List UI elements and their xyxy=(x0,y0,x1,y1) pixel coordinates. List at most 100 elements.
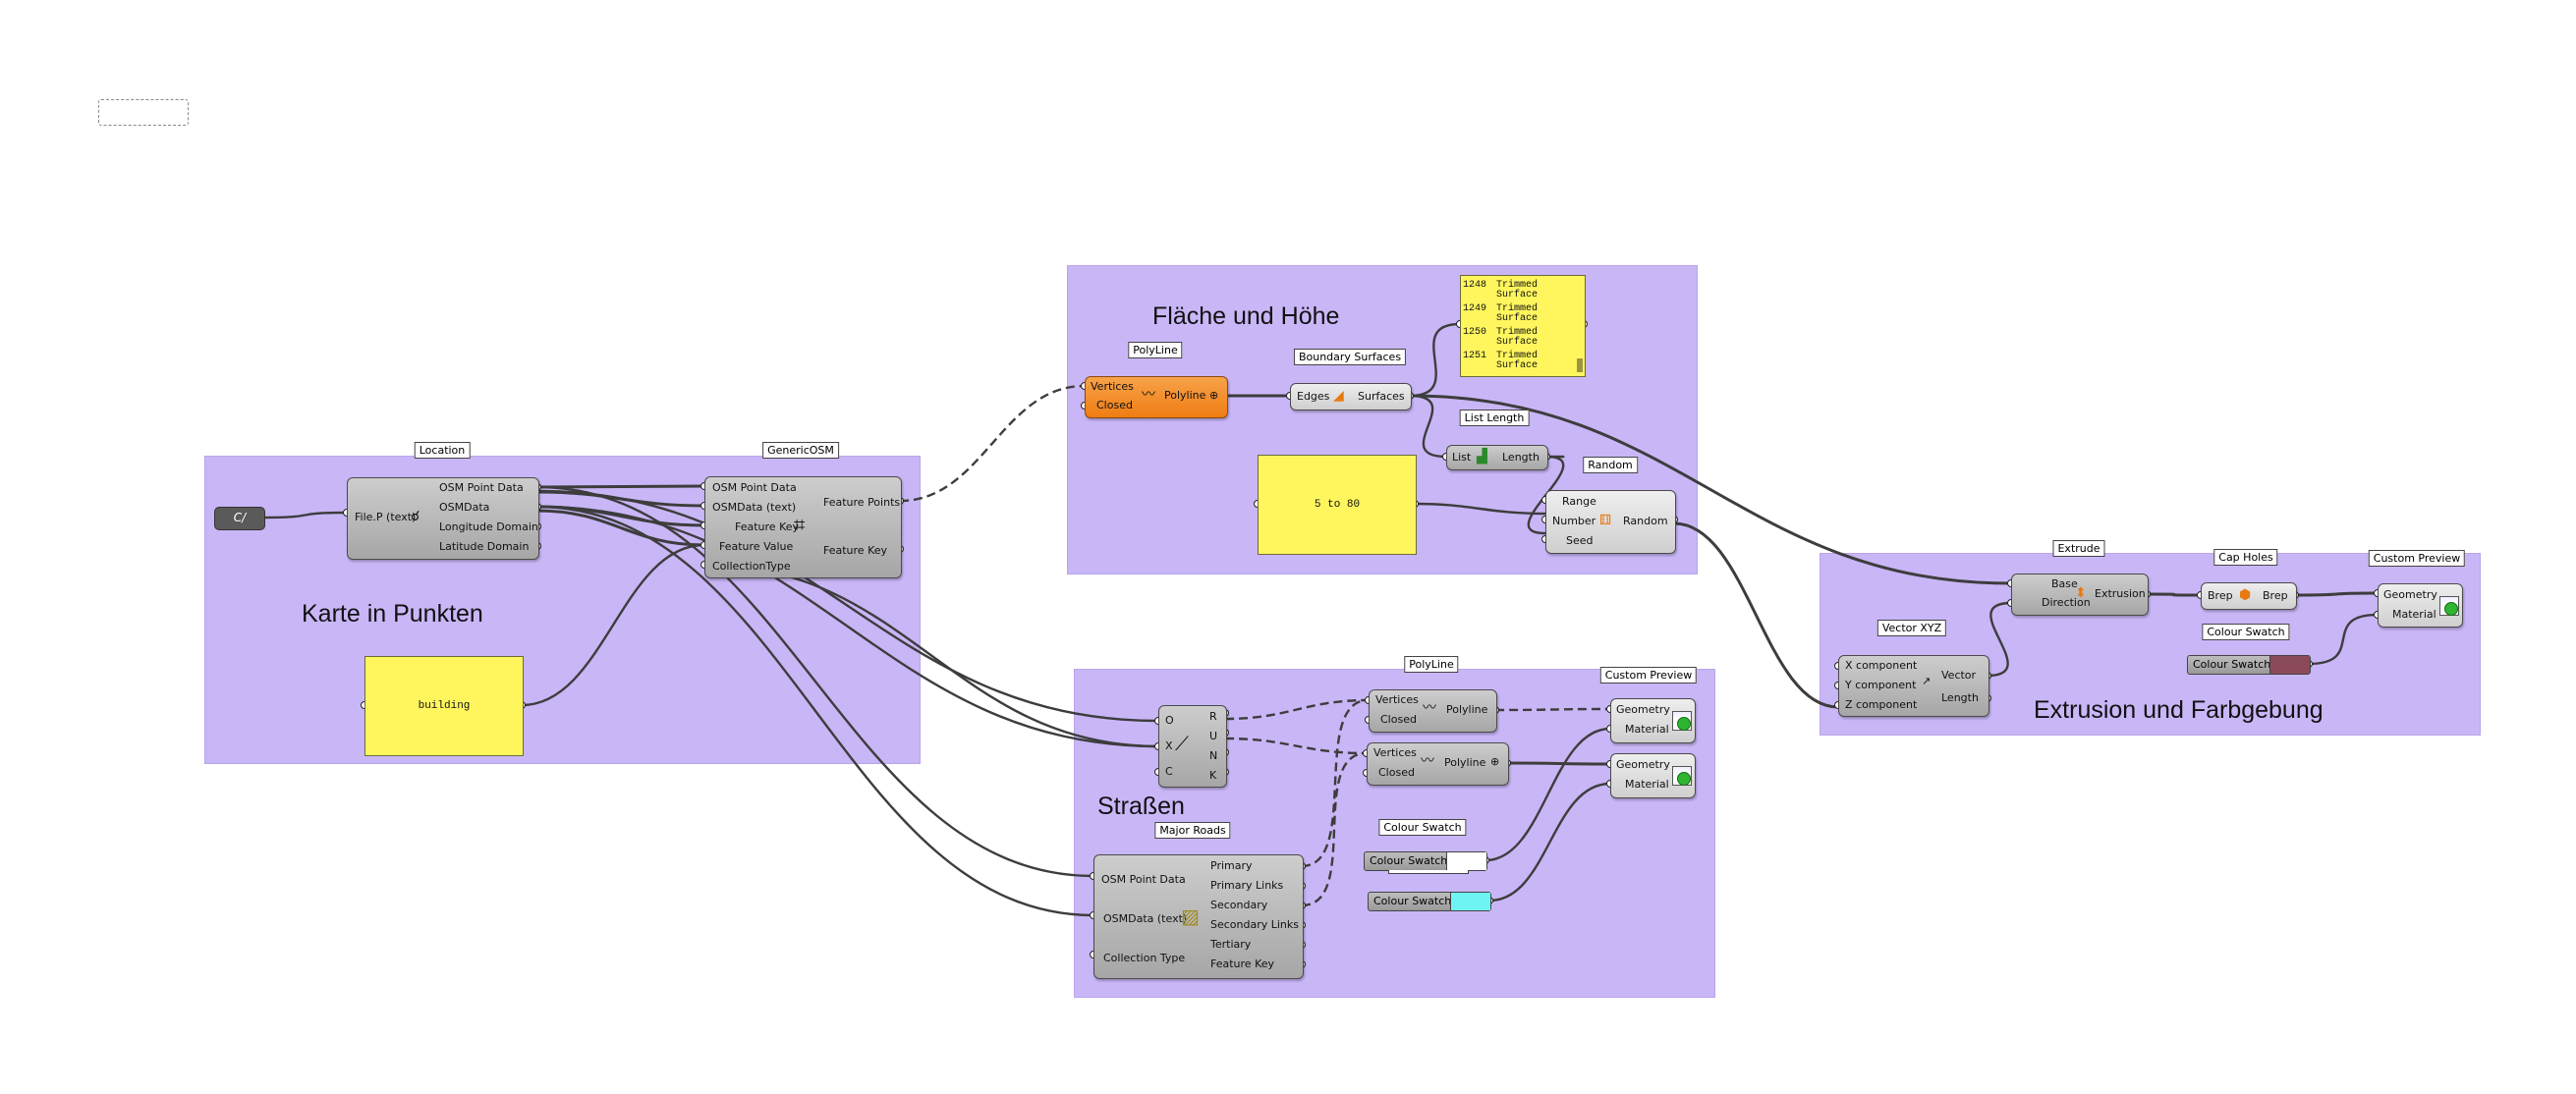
colour-swatch-s1[interactable]: Colour Swatch xyxy=(1364,851,1487,871)
random-in-2: Seed xyxy=(1566,534,1594,547)
polyline-s1-in-0: Vertices xyxy=(1375,693,1419,706)
group-title-karte: Karte in Punkten xyxy=(302,600,483,628)
colour-swatch-s2-color[interactable] xyxy=(1450,893,1490,910)
majorroads-out-2: Secondary xyxy=(1210,899,1268,911)
genericosm-component[interactable]: OSM Point Data OSMData (text) Feature Ke… xyxy=(704,476,902,578)
random-in-0: Range xyxy=(1562,495,1596,508)
preview-s1-component[interactable]: Geometry Material xyxy=(1610,698,1696,743)
genericosm-out-0: Feature Points xyxy=(823,496,901,509)
extrude-in-0: Base xyxy=(2051,577,2078,590)
preview-right-in-0: Geometry xyxy=(2383,588,2437,601)
majorroads-in-0: OSM Point Data xyxy=(1101,873,1186,886)
genericosm-in-0: OSM Point Data xyxy=(712,481,797,494)
wire-range-random xyxy=(1414,502,1546,516)
rnk-icon: ⟋ xyxy=(1175,732,1189,755)
colour-swatch-right[interactable]: Colour Swatch xyxy=(2187,655,2311,675)
location-out-1: OSMData xyxy=(439,501,490,514)
panel-scroll-handle[interactable] xyxy=(1577,358,1583,372)
wire-rnk-poly2 xyxy=(1224,737,1368,755)
polyline-s2-in-1: Closed xyxy=(1378,766,1415,779)
rnk-component[interactable]: O X C ⟋ R U N K xyxy=(1158,705,1227,788)
graft-icon: ⊕ xyxy=(1209,389,1219,402)
rnk-out-3: K xyxy=(1209,769,1217,782)
file-path-param[interactable]: C/ xyxy=(214,507,265,530)
wire-random-vector xyxy=(1673,521,1839,709)
location-out-0: OSM Point Data xyxy=(439,481,524,494)
boundary-in: Edges xyxy=(1297,390,1330,403)
rnk-in-2: C xyxy=(1165,765,1173,778)
wire-sw2-prev xyxy=(1488,782,1611,903)
random-out: Random xyxy=(1623,515,1668,527)
extrude-out: Extrusion xyxy=(2095,587,2146,600)
wire-rnk-poly1 xyxy=(1224,698,1370,721)
file-path-label: C/ xyxy=(233,511,247,524)
tag-custompreview-str: Custom Preview xyxy=(1599,667,1698,684)
colour-swatch-right-color[interactable] xyxy=(2269,656,2310,674)
genericosm-in-4: CollectionType xyxy=(712,560,791,573)
random-component[interactable]: Range Number Seed ⚅ Random xyxy=(1545,490,1676,554)
polyline-s2-in-0: Vertices xyxy=(1373,746,1417,759)
capholes-in: Brep xyxy=(2208,589,2233,602)
preview-s2-icon xyxy=(1672,766,1692,786)
colour-swatch-right-label: Colour Swatch xyxy=(2193,658,2271,671)
panel-building[interactable]: building xyxy=(364,656,524,756)
wire-loc-roads2 xyxy=(536,505,1094,917)
colour-swatch-s1-color[interactable] xyxy=(1446,852,1486,870)
tag-colourswatch-str: Colour Swatch xyxy=(1378,819,1467,836)
wire-swatch-preview xyxy=(2308,613,2379,666)
panel-range[interactable]: 5 to 80 xyxy=(1258,455,1417,555)
rnk-in-0: O xyxy=(1165,714,1174,727)
polyline-s2-graft-icon: ⊕ xyxy=(1490,755,1500,768)
polyline-s1-component[interactable]: Vertices Closed 〰 Polyline xyxy=(1369,689,1497,733)
tag-genericosm: GenericOSM xyxy=(762,442,839,459)
rnk-out-0: R xyxy=(1209,710,1217,723)
extrude-component[interactable]: Base Direction ⬍ Extrusion xyxy=(2011,574,2149,616)
wire-sw1-prev xyxy=(1484,727,1611,862)
panel-trimmed-surfaces[interactable]: 1248 Trimmed Surface 1249 Trimmed Surfac… xyxy=(1460,275,1586,377)
preview-s2-in-1: Material xyxy=(1625,778,1669,791)
panel-row-0: 1248 Trimmed xyxy=(1463,280,1539,291)
wire-gosm-polyline xyxy=(899,384,1086,503)
boundary-out: Surfaces xyxy=(1358,390,1405,403)
colour-swatch-s1-underline xyxy=(1388,870,1469,874)
wire-poly2-prev xyxy=(1506,761,1611,766)
colour-swatch-s2[interactable]: Colour Swatch xyxy=(1368,892,1491,911)
listlength-component[interactable]: List ▟ Length xyxy=(1446,445,1548,470)
preview-right-component[interactable]: Geometry Material xyxy=(2378,583,2463,628)
tag-boundary: Boundary Surfaces xyxy=(1293,349,1407,365)
location-icon: ☌ xyxy=(411,509,420,524)
listlength-icon: ▟ xyxy=(1477,449,1487,465)
wire-loc-rnk xyxy=(536,489,1159,723)
preview-s2-component[interactable]: Geometry Material xyxy=(1610,753,1696,798)
location-out-2: Longitude Domain xyxy=(439,520,538,533)
polyline-top-in-1: Closed xyxy=(1096,399,1133,411)
wire-building-gosm xyxy=(521,543,705,707)
wire-boundary-list xyxy=(1409,394,1447,459)
location-component[interactable]: File.P (text) ☌ OSM Point Data OSMData L… xyxy=(347,477,539,560)
vectorxyz-in-2: Z component xyxy=(1845,698,1918,711)
group-title-strassen: Straßen xyxy=(1097,793,1185,820)
extrude-icon: ⬍ xyxy=(2075,585,2087,601)
vector-xyz-icon: ↗ xyxy=(1922,675,1932,687)
vectorxyz-component[interactable]: X component Y component Z component ↗ Ve… xyxy=(1838,655,1989,717)
tag-capholes: Cap Holes xyxy=(2213,549,2278,566)
polyline-s2-icon: 〰 xyxy=(1421,753,1434,769)
polyline-s2-component[interactable]: Vertices Closed 〰 Polyline ⊕ xyxy=(1367,742,1509,786)
genericosm-in-3: Feature Value xyxy=(719,540,794,553)
location-out-3: Latitude Domain xyxy=(439,540,530,553)
boundary-surfaces-component[interactable]: Edges ◢ Surfaces xyxy=(1290,383,1412,410)
capholes-component[interactable]: Brep ⬢ Brep xyxy=(2201,582,2297,610)
tag-location: Location xyxy=(414,442,471,459)
tag-random: Random xyxy=(1583,457,1638,473)
preview-right-icon xyxy=(2439,596,2459,616)
extrude-in-1: Direction xyxy=(2042,596,2091,609)
preview-s2-in-0: Geometry xyxy=(1616,758,1670,771)
tag-extrude: Extrude xyxy=(2052,540,2105,557)
polyline-top-component[interactable]: Vertices Closed 〰 Polyline ⊕ xyxy=(1085,376,1228,418)
majorroads-component[interactable]: OSM Point Data OSMData (text) Collection… xyxy=(1093,854,1304,979)
majorroads-out-5: Feature Key xyxy=(1210,957,1275,970)
wire-roads-poly1 xyxy=(1301,698,1370,868)
wire-poly1-prev xyxy=(1494,707,1611,712)
preview-s1-icon xyxy=(1672,711,1692,731)
